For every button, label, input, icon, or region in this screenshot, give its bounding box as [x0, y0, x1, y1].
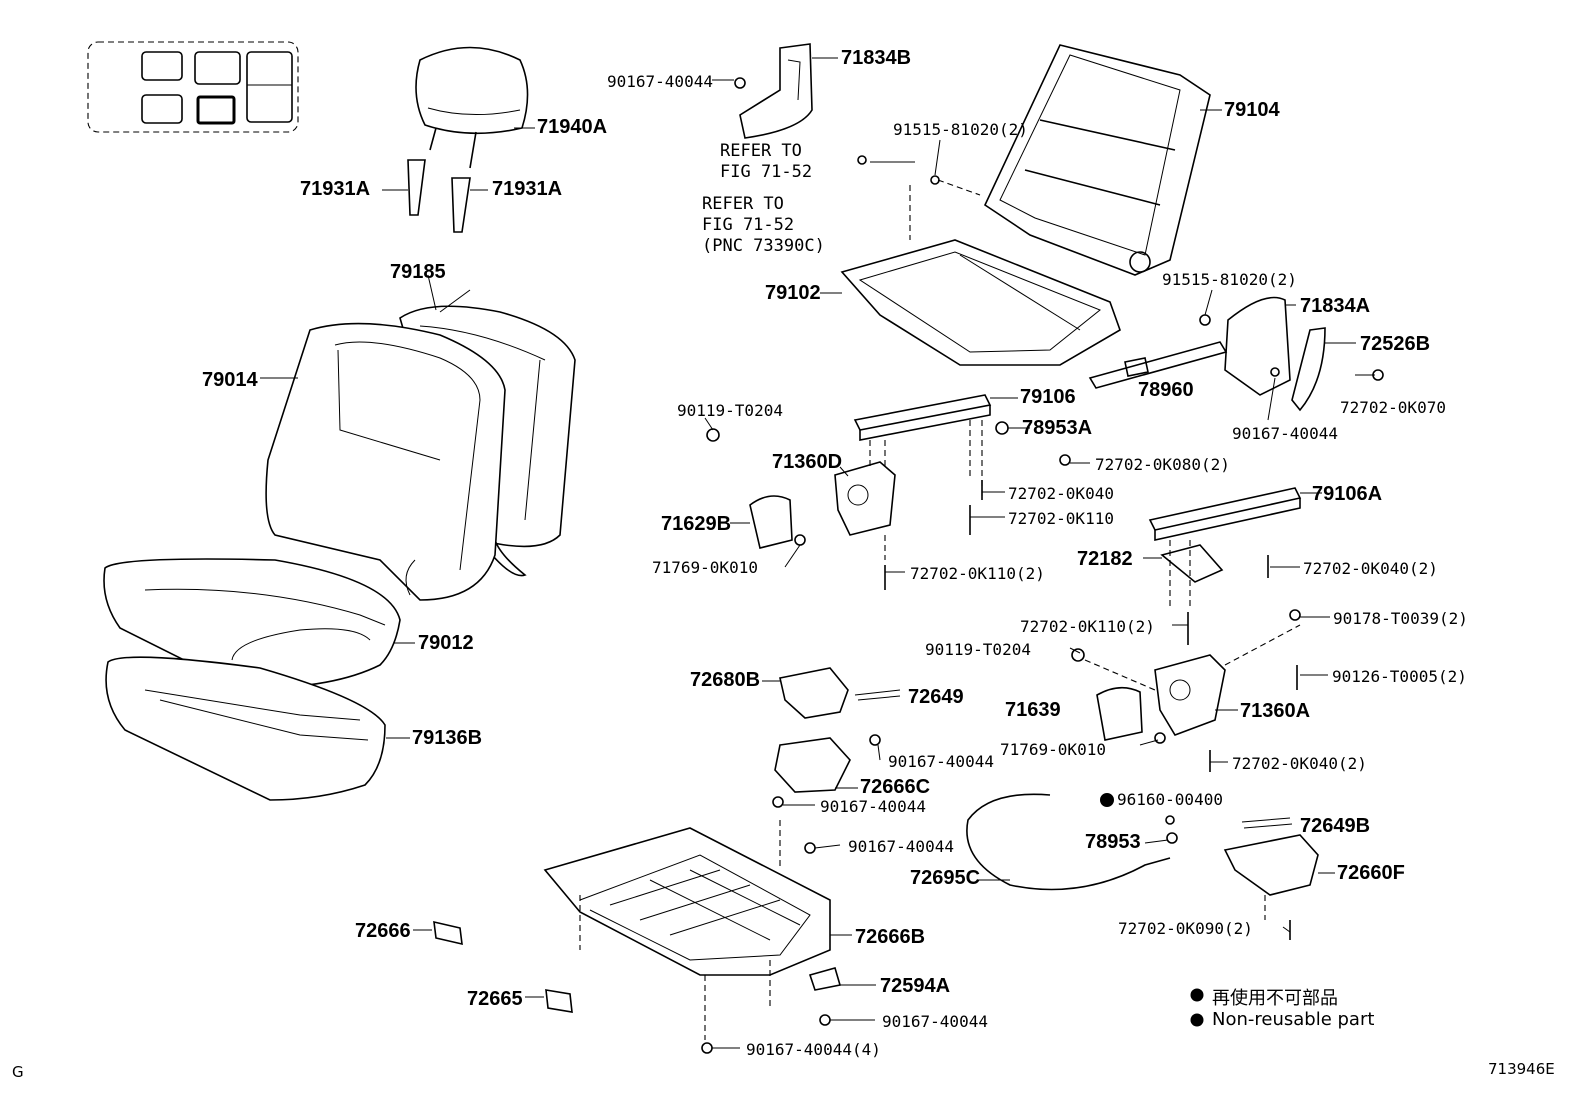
label-72182: 72182	[1077, 548, 1133, 570]
legend-marker-jp	[1190, 988, 1204, 1002]
label-72666B: 72666B	[855, 926, 926, 948]
refer1-line2: FIG 71-52	[720, 162, 813, 182]
label-72660F: 72660F	[1337, 862, 1405, 884]
label-72649: 72649	[908, 686, 964, 708]
cable-drawing	[966, 793, 1171, 891]
label-90167-40044-c1: 90167-40044	[888, 752, 994, 771]
caps-drawing	[413, 920, 876, 1013]
headrest-drawing	[382, 46, 535, 233]
label-72665: 72665	[467, 988, 523, 1010]
label-72702-0K080: 72702-0K080(2)	[1095, 455, 1230, 474]
bracket-drawing	[1143, 544, 1224, 583]
non-reusable-marker	[1100, 793, 1114, 807]
label-90119-T0204-a: 90119-T0204	[677, 401, 783, 420]
legend-marker-en	[1190, 1013, 1204, 1027]
label-72666C: 72666C	[860, 776, 931, 798]
label-71834B: 71834B	[841, 47, 912, 69]
label-79106A: 79106A	[1312, 483, 1383, 505]
label-78960: 78960	[1138, 379, 1194, 401]
label-90119-T0204-b: 90119-T0204	[925, 640, 1031, 659]
seatback-rear-drawing	[399, 274, 576, 577]
label-72702-0K040-a: 72702-0K040	[1008, 484, 1114, 503]
label-71931A-right: 71931A	[492, 178, 563, 200]
label-71940A: 71940A	[537, 116, 608, 138]
cover-629b-drawing	[730, 495, 793, 549]
label-78953A: 78953A	[1022, 417, 1093, 439]
seatback-frame-drawing	[937, 44, 1222, 276]
label-79012: 79012	[418, 632, 474, 654]
label-71834A: 71834A	[1300, 295, 1371, 317]
label-79136B: 79136B	[412, 727, 483, 749]
refer1-line1: REFER TO	[720, 141, 802, 161]
label-79014: 79014	[202, 369, 258, 391]
label-72526B: 72526B	[1360, 333, 1431, 355]
seatback-cover-drawing	[260, 322, 506, 601]
corner-left: G	[12, 1063, 24, 1081]
label-90167-40044-mid: 90167-40044	[1232, 424, 1338, 443]
label-71360D: 71360D	[772, 451, 843, 473]
label-90178-T0039: 90178-T0039(2)	[1333, 609, 1468, 628]
label-72702-0K110-b: 72702-0K110(2)	[910, 564, 1045, 583]
adjuster-a-drawing	[1148, 487, 1322, 610]
label-71931A-left: 71931A	[300, 178, 371, 200]
label-71769-0K010-b: 71769-0K010	[1000, 740, 1106, 759]
label-71769-0K010-a: 71769-0K010	[652, 558, 758, 577]
label-79106: 79106	[1020, 386, 1076, 408]
release-drawing	[762, 667, 901, 719]
label-71629B: 71629B	[661, 513, 732, 535]
label-72702-0K090: 72702-0K090(2)	[1118, 919, 1253, 938]
adjuster-drawing	[853, 394, 1018, 500]
label-72680B: 72680B	[690, 669, 761, 691]
label-72695C: 72695C	[910, 867, 981, 889]
legend-jp: 再使用不可部品	[1212, 988, 1338, 1009]
label-91515-81020-top: 91515-81020(2)	[893, 120, 1028, 139]
refer2-line2: FIG 71-52	[702, 215, 795, 235]
label-90167-40044-c3: 90167-40044	[848, 837, 954, 856]
label-90167-40044-c2: 90167-40044	[820, 797, 926, 816]
refer2-line1: REFER TO	[702, 194, 784, 214]
label-78953: 78953	[1085, 831, 1141, 853]
seat-pan-drawing	[543, 820, 852, 1040]
label-79102: 79102	[765, 282, 821, 304]
label-72702-0K070: 72702-0K070	[1340, 398, 1446, 417]
lock-a-drawing	[1084, 624, 1301, 736]
label-96160-00400: 96160-00400	[1117, 790, 1223, 809]
cushion-frame-drawing	[820, 185, 1121, 366]
legend-en: Non-reusable part	[1212, 1009, 1375, 1030]
lock-d-drawing	[834, 461, 896, 560]
label-71639: 71639	[1005, 699, 1061, 721]
label-90167-40044-bottom: 90167-40044	[882, 1012, 988, 1031]
cushion-cover-drawing	[103, 558, 415, 689]
label-72666: 72666	[355, 920, 411, 942]
label-71360A: 71360A	[1240, 700, 1311, 722]
label-72702-0K110-c: 72702-0K110(2)	[1020, 617, 1155, 636]
refer2-line3: (PNC 73390C)	[702, 236, 825, 256]
cushion-pad-drawing	[105, 656, 410, 801]
hinge-cover-upper-drawing	[712, 43, 838, 139]
corner-right: 713946E	[1488, 1060, 1555, 1078]
label-72649B: 72649B	[1300, 815, 1371, 837]
label-90126-T0005: 90126-T0005(2)	[1332, 667, 1467, 686]
fasteners-drawing	[701, 155, 1384, 1054]
hinge-covers-drawing	[1224, 296, 1356, 412]
label-79104: 79104	[1224, 99, 1280, 121]
seat-position-key	[87, 41, 299, 133]
lever-drawing	[1223, 817, 1335, 920]
label-72594A: 72594A	[880, 975, 951, 997]
label-90167-40044-upper: 90167-40044	[607, 72, 713, 91]
label-72702-0K110-a: 72702-0K110	[1008, 509, 1114, 528]
cover-639-drawing	[1096, 686, 1143, 741]
leader-lines	[439, 139, 1375, 1049]
label-79185: 79185	[390, 261, 446, 283]
label-72702-0K040-c: 72702-0K040(2)	[1232, 754, 1367, 773]
label-72702-0K040-b: 72702-0K040(2)	[1303, 559, 1438, 578]
housing-drawing	[774, 737, 858, 793]
label-91515-81020-mid: 91515-81020(2)	[1162, 270, 1297, 289]
label-90167-40044-4: 90167-40044(4)	[746, 1040, 881, 1059]
